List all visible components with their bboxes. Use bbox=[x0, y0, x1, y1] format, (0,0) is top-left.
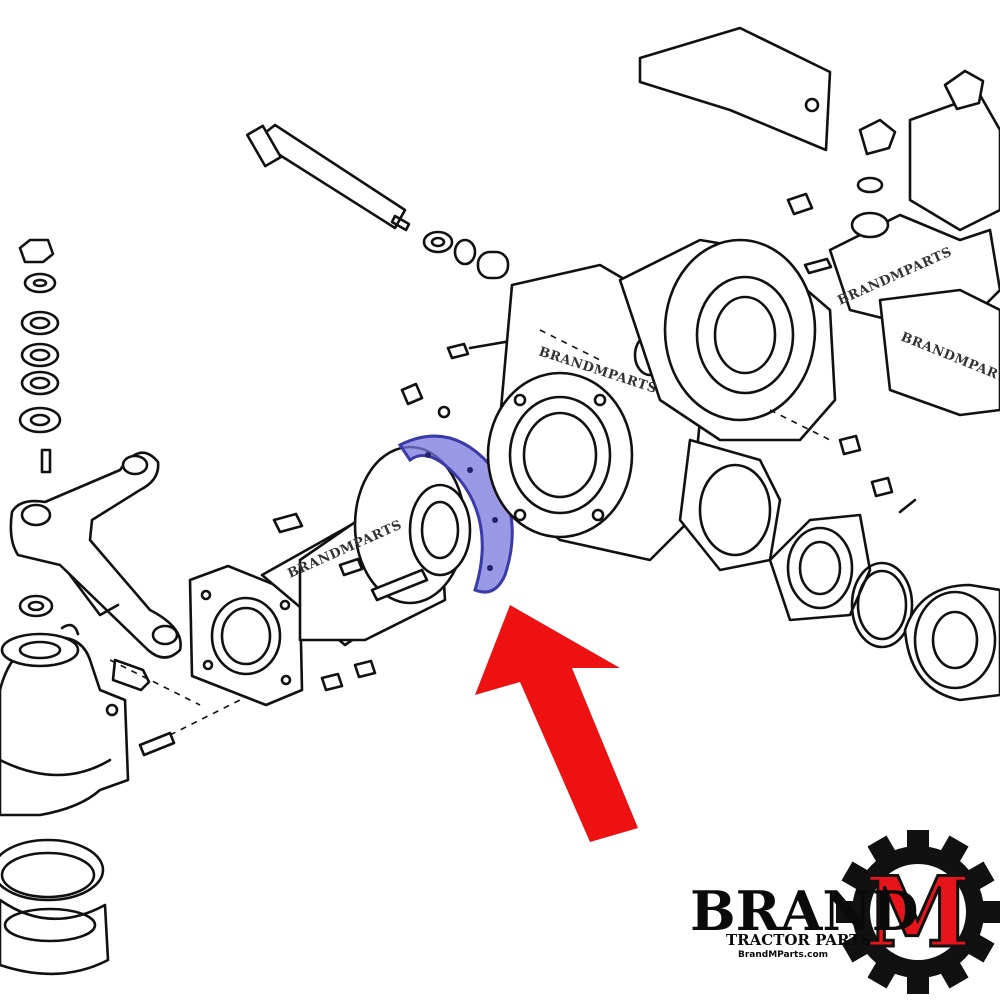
right-flange bbox=[618, 238, 837, 572]
logo-subtitle: TRACTOR PARTS bbox=[726, 931, 871, 949]
gasket-plate bbox=[188, 564, 304, 707]
center-lines bbox=[109, 329, 831, 736]
washer-stack bbox=[18, 238, 62, 618]
logo-url: BrandMParts.com bbox=[738, 950, 828, 960]
spindle-housing bbox=[0, 623, 176, 817]
logo-brand-text: BRAND bbox=[690, 879, 919, 943]
red-arrow bbox=[475, 605, 638, 842]
right-seals bbox=[768, 513, 1000, 702]
upper-gearbox bbox=[803, 69, 1000, 417]
shaft-pin bbox=[245, 123, 510, 280]
axle-tube bbox=[260, 445, 472, 647]
screws bbox=[320, 192, 917, 692]
logo-letter-m: M bbox=[865, 856, 971, 969]
gear-icon bbox=[836, 830, 1000, 994]
top-plate bbox=[638, 26, 832, 152]
bottom-seal bbox=[0, 838, 110, 976]
highlighted-shim bbox=[397, 434, 514, 594]
steering-arm bbox=[9, 451, 182, 659]
brand-logo: M BRAND TRACTOR PARTS BrandMParts.com bbox=[690, 830, 1000, 994]
